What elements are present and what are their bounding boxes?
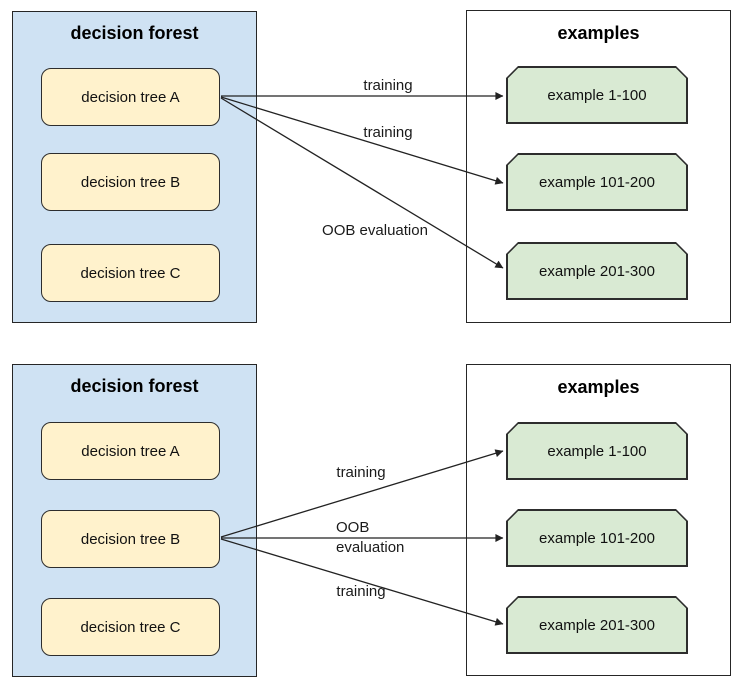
node-example-201-300: example 201-300	[506, 596, 688, 654]
node-label: example 101-200	[539, 529, 655, 547]
node-label: example 201-300	[539, 262, 655, 280]
node-decision-tree-b: decision tree B	[41, 153, 220, 211]
node-decision-tree-a: decision tree A	[41, 422, 220, 480]
node-decision-tree-b: decision tree B	[41, 510, 220, 568]
node-label: decision tree C	[80, 618, 181, 636]
node-label: decision tree B	[80, 173, 181, 191]
examples-title: examples	[557, 23, 640, 43]
arrow-label-training-1: training	[363, 77, 413, 94]
arrow-label-line-1: OOB	[336, 519, 370, 536]
forest-title: decision forest	[70, 376, 199, 396]
arrow-treeA-oob-ex3	[220, 97, 504, 269]
node-example-1-100: example 1-100	[506, 66, 688, 124]
node-decision-tree-c: decision tree C	[41, 598, 220, 656]
node-example-101-200: example 101-200	[506, 153, 688, 211]
node-label: example 101-200	[539, 173, 655, 191]
node-decision-tree-a: decision tree A	[41, 68, 220, 126]
node-label: decision tree B	[80, 530, 181, 548]
arrow-treeA-training-ex2	[220, 96, 504, 185]
node-label: decision tree C	[80, 264, 181, 282]
node-label: example 201-300	[539, 616, 655, 634]
node-example-101-200: example 101-200	[506, 509, 688, 567]
node-label: decision tree A	[81, 88, 180, 106]
node-label: example 1-100	[547, 86, 647, 104]
forest-title: decision forest	[70, 23, 199, 43]
node-label: decision tree A	[81, 442, 180, 460]
arrow-label-oob-evaluation: OOB evaluation	[322, 222, 428, 239]
arrow-label-training-2: training	[336, 583, 386, 600]
node-example-1-100: example 1-100	[506, 422, 688, 480]
node-decision-tree-c: decision tree C	[41, 244, 220, 302]
arrow-label-training-2: training	[363, 124, 413, 141]
node-label: example 1-100	[547, 442, 647, 460]
arrow-label-line-2: evaluation	[336, 539, 405, 556]
node-example-201-300: example 201-300	[506, 242, 688, 300]
arrow-label-training-1: training	[336, 464, 386, 481]
examples-title: examples	[557, 377, 640, 397]
arrow-label-oob-evaluation: OOB evaluation	[336, 518, 404, 558]
